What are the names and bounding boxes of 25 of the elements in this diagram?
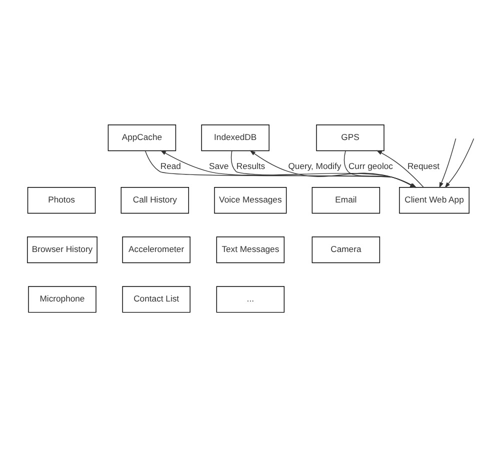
node-box: Camera: [312, 236, 380, 263]
node-box: Call History: [120, 186, 189, 214]
node-box: Browser History: [27, 236, 98, 263]
edge-label: Curr geoloc: [348, 160, 393, 171]
node-box: GPS: [316, 124, 384, 151]
edge-label: Results: [236, 160, 266, 171]
node-box: Text Messages: [216, 236, 285, 263]
node-box: Voice Messages: [214, 186, 287, 214]
node-box: IndexedDB: [201, 124, 270, 151]
node-box: Photos: [27, 186, 96, 214]
edge-label: Read: [160, 160, 181, 171]
node-box: Microphone: [28, 286, 96, 312]
node-box: Client Web App: [399, 186, 470, 214]
arrow: [439, 138, 456, 188]
edge-label: Save: [209, 160, 229, 171]
node-box: Accelerometer: [122, 236, 190, 263]
arrow: [376, 150, 424, 188]
node-box: ...: [216, 286, 285, 312]
node-box: Contact List: [122, 286, 190, 312]
arrow: [344, 150, 416, 188]
edge-label: Request: [407, 160, 440, 171]
arrow: [444, 138, 474, 188]
node-box: AppCache: [108, 124, 176, 151]
node-box: Email: [312, 186, 380, 214]
edge-label: Query, Modify: [288, 160, 342, 171]
